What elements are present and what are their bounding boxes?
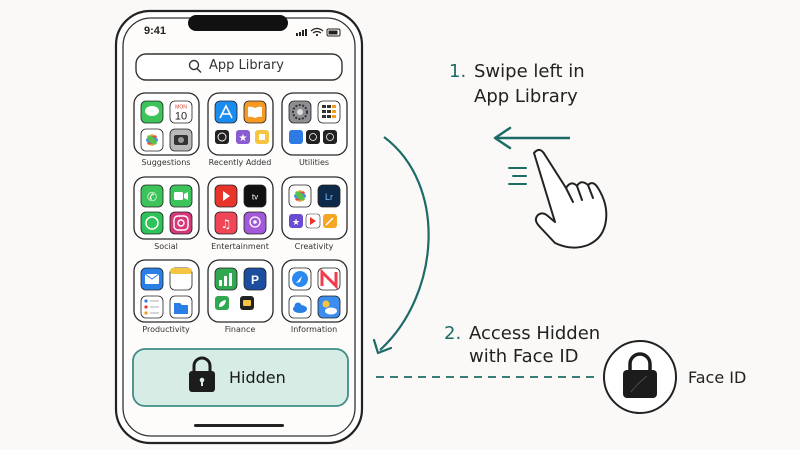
folder-label-recently-added: Recently Added (208, 158, 272, 167)
folder-label-finance: Finance (224, 325, 256, 334)
wifi-icon (310, 27, 324, 34)
folder-label-entertainment: Entertainment (211, 242, 269, 251)
swipe-arrow-head (493, 126, 512, 150)
folder-frames (133, 92, 348, 323)
face-id-lock-icon (623, 352, 657, 398)
folder-creativity-icons: Lr ★ (288, 184, 341, 229)
step1-line2: App Library (474, 86, 578, 107)
svg-text:★: ★ (292, 218, 300, 228)
svg-text:✆: ✆ (147, 190, 157, 204)
apple-tv-icon (243, 184, 267, 208)
svg-text:★: ★ (239, 133, 248, 144)
music-icon (214, 211, 238, 235)
calendar-icon (169, 100, 193, 124)
imovie-icon (289, 214, 303, 228)
folder-label-utilities: Utilities (298, 158, 330, 167)
folder-productivity-icons (140, 267, 193, 319)
folder-label-suggestions: Suggestions (141, 158, 191, 167)
hidden-label: Hidden (229, 368, 286, 387)
phone-app-icon (140, 184, 164, 208)
search-bar[interactable] (135, 53, 343, 81)
search-input[interactable]: App Library (209, 58, 284, 73)
step1-line1: Swipe left in (474, 61, 585, 82)
phone-notch (188, 15, 288, 31)
safari-small-icon (289, 130, 303, 144)
hidden-lock-icon (189, 356, 215, 392)
step1-number: 1. (449, 61, 467, 82)
paypal-icon (243, 267, 267, 291)
watch-icon (306, 130, 320, 144)
step2-line1: Access Hidden (469, 323, 601, 344)
folder-label-social: Social (154, 242, 178, 251)
folder-suggestions-icons: MON 10 (140, 100, 193, 152)
apple-tv-label: tv (252, 193, 258, 202)
folder-recently-added-icons: ★ (214, 100, 269, 144)
folder-finance-icons: P (214, 267, 267, 310)
folder-social-icons: ✆ (140, 184, 193, 235)
hand-swipe-icon (533, 149, 608, 249)
folder-information-icons (288, 267, 341, 319)
svg-text:P: P (251, 273, 259, 287)
battery-icon (326, 28, 341, 37)
folder-label-creativity: Creativity (294, 242, 334, 251)
folder-label-information: Information (290, 325, 338, 334)
svg-text:♫: ♫ (221, 217, 232, 231)
status-time: 9:41 (144, 25, 167, 37)
signal-icon (296, 33, 298, 36)
star-app-icon (236, 130, 250, 144)
calendar-month: MON (175, 105, 187, 111)
compass-app-icon (215, 130, 229, 144)
step2-line2: with Face ID (469, 346, 579, 367)
face-id-label: Face ID (688, 368, 747, 387)
motion-lines (508, 167, 527, 185)
hidden-folder[interactable] (132, 348, 349, 407)
folder-entertainment-icons: tv ♫ (214, 184, 267, 235)
lightroom-icon (317, 184, 341, 208)
calendar-day: 10 (175, 111, 187, 123)
lightroom-label: Lr (325, 192, 333, 202)
home-indicator (194, 424, 284, 427)
status-icons (296, 27, 341, 37)
step2-number: 2. (444, 323, 462, 344)
search-icon (188, 59, 202, 73)
clock-icon (323, 130, 337, 144)
whatsapp-icon (140, 211, 164, 235)
curved-arrow-head (372, 338, 393, 355)
folder-label-productivity: Productivity (142, 325, 190, 334)
curved-arrow (379, 136, 430, 351)
folder-utilities-icons (288, 100, 341, 144)
weather-icon (317, 295, 341, 319)
